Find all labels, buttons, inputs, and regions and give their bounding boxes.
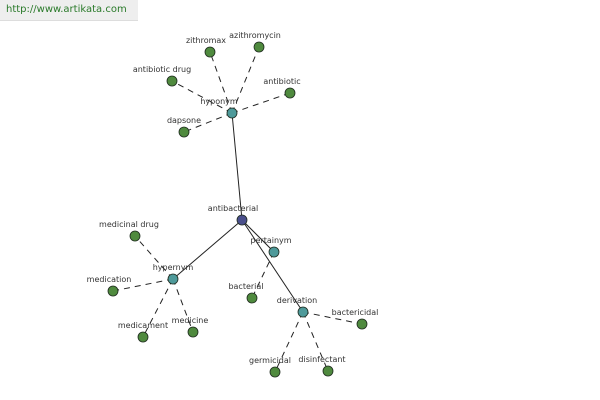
node-label-medicine: medicine xyxy=(172,316,209,325)
edge-antibacterial-hyponym xyxy=(231,112,243,221)
node-azithromycin[interactable]: azithromycin xyxy=(229,31,281,53)
edge-hyponym-antibiotic-drug xyxy=(171,80,233,114)
node-label-azithromycin: azithromycin xyxy=(229,31,281,40)
node-dot-antibiotic-drug[interactable] xyxy=(166,75,178,87)
node-dot-germicidal[interactable] xyxy=(269,366,281,378)
node-medication[interactable]: medication xyxy=(87,275,132,297)
node-label-zithromax: zithromax xyxy=(186,36,226,45)
node-dot-zithromax[interactable] xyxy=(204,46,216,58)
edges-layer xyxy=(112,46,363,373)
node-dot-antibacterial[interactable] xyxy=(236,214,248,226)
node-disinfectant[interactable]: disinfectant xyxy=(298,355,346,377)
node-derivation[interactable]: derivation xyxy=(277,296,317,318)
node-zithromax[interactable]: zithromax xyxy=(186,36,226,58)
edge-hypernym-medicine xyxy=(172,278,194,333)
node-label-disinfectant: disinfectant xyxy=(298,355,345,364)
node-label-hypernym: hypernym xyxy=(153,263,194,272)
node-label-bactericidal: bactericidal xyxy=(332,308,379,317)
edge-hypernym-medicinal-drug xyxy=(134,235,174,280)
edge-antibacterial-hypernym xyxy=(172,219,243,280)
edge-hyponym-antibiotic xyxy=(231,92,291,114)
node-dot-medicament[interactable] xyxy=(137,331,149,343)
node-dot-bacterial[interactable] xyxy=(246,292,258,304)
node-label-pertainym: pertainym xyxy=(250,236,291,245)
node-label-medicinal-drug: medicinal drug xyxy=(99,220,159,229)
node-medicament[interactable]: medicament xyxy=(118,321,168,343)
node-label-dapsone: dapsone xyxy=(167,116,201,125)
url-banner: http://www.artikata.com xyxy=(0,0,138,21)
node-label-medication: medication xyxy=(87,275,132,284)
node-dot-dapsone[interactable] xyxy=(178,126,190,138)
node-dot-antibiotic[interactable] xyxy=(284,87,296,99)
node-label-antibiotic-drug: antibiotic drug xyxy=(133,65,191,74)
edge-hyponym-azithromycin xyxy=(231,46,260,114)
node-dot-pertainym[interactable] xyxy=(268,246,280,258)
node-pertainym[interactable]: pertainym xyxy=(250,236,292,258)
node-dot-derivation[interactable] xyxy=(297,306,309,318)
node-dot-bactericidal[interactable] xyxy=(356,318,368,330)
node-dot-medicinal-drug[interactable] xyxy=(129,230,141,242)
node-label-antibiotic: antibiotic xyxy=(263,77,300,86)
node-medicine[interactable]: medicine xyxy=(172,316,209,338)
node-dot-disinfectant[interactable] xyxy=(322,365,334,377)
edge-derivation-germicidal xyxy=(274,311,304,373)
edge-antibacterial-pertainym xyxy=(241,219,275,253)
node-dot-hyponym[interactable] xyxy=(226,107,238,119)
edge-hyponym-dapsone xyxy=(183,112,233,133)
node-label-antibacterial: antibacterial xyxy=(208,204,258,213)
node-label-bacterial: bacterial xyxy=(228,282,263,291)
node-dot-hypernym[interactable] xyxy=(167,273,179,285)
site-url-link[interactable]: http://www.artikata.com xyxy=(6,4,127,15)
node-medicinal-drug[interactable]: medicinal drug xyxy=(99,220,159,242)
node-label-medicament: medicament xyxy=(118,321,168,330)
node-dapsone[interactable]: dapsone xyxy=(167,116,201,138)
node-antibiotic[interactable]: antibiotic xyxy=(263,77,301,99)
edge-pertainym-bacterial xyxy=(251,251,275,299)
edge-antibacterial-derivation xyxy=(241,219,304,313)
node-dot-medication[interactable] xyxy=(107,285,119,297)
node-dot-azithromycin[interactable] xyxy=(253,41,265,53)
node-dot-medicine[interactable] xyxy=(187,326,199,338)
node-germicidal[interactable]: germicidal xyxy=(249,356,291,378)
node-antibiotic-drug[interactable]: antibiotic drug xyxy=(133,65,191,87)
node-label-derivation: derivation xyxy=(277,296,317,305)
node-bactericidal[interactable]: bactericidal xyxy=(332,308,379,330)
node-bacterial[interactable]: bacterial xyxy=(228,282,264,304)
nodes-layer: antibacterial hyponym hypernym pertainym der… xyxy=(87,31,379,378)
node-hypernym[interactable]: hypernym xyxy=(153,263,194,285)
node-antibacterial[interactable]: antibacterial xyxy=(208,204,258,226)
node-label-hyponym: hyponym xyxy=(200,97,238,106)
node-label-germicidal: germicidal xyxy=(249,356,291,365)
node-hyponym[interactable]: hyponym xyxy=(200,97,238,119)
